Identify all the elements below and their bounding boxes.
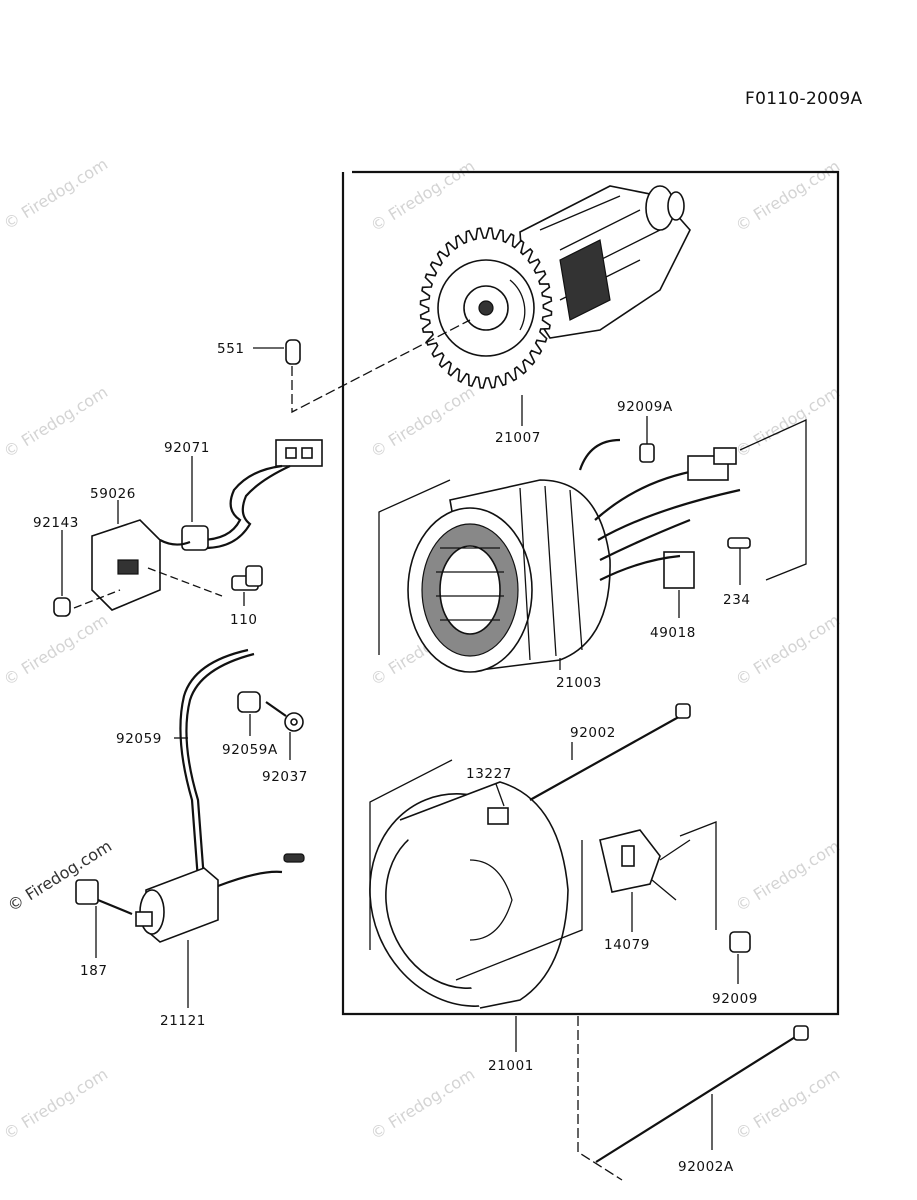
diagram-id: F0110-2009A — [745, 89, 862, 109]
label-92002A: 92002A — [678, 1159, 734, 1175]
dashed-link — [73, 567, 223, 609]
ring-terminal-92037-icon[interactable] — [265, 701, 304, 732]
watermark: © Firedog.com — [367, 1064, 478, 1143]
cap-92059A-icon[interactable] — [237, 691, 261, 713]
cap-92143-icon[interactable] — [53, 597, 71, 617]
stator-bracket — [378, 418, 807, 655]
label-92037: 92037 — [262, 769, 308, 785]
screw-234-icon[interactable] — [727, 537, 751, 585]
through-bolt-92002A-icon[interactable] — [595, 1025, 809, 1163]
label-551: 551 — [217, 341, 245, 357]
watermark: © Firedog.com — [732, 610, 843, 689]
wire-harness-icon[interactable] — [91, 439, 323, 611]
through-bolt-92002-icon[interactable] — [529, 703, 691, 801]
label-21003: 21003 — [556, 675, 602, 691]
label-49018: 49018 — [650, 625, 696, 641]
rotor-icon[interactable] — [419, 185, 691, 389]
label-92143: 92143 — [33, 515, 79, 531]
label-14079: 14079 — [604, 937, 650, 953]
label-59026: 59026 — [90, 486, 136, 502]
watermark: © Firedog.com — [732, 156, 843, 235]
label-92059: 92059 — [116, 731, 162, 747]
watermark: © Firedog.com — [0, 610, 111, 689]
watermark: © Firedog.com — [732, 836, 843, 915]
bolt-187-icon[interactable] — [75, 879, 133, 916]
dashed-axis — [291, 319, 471, 414]
stator-icon[interactable] — [407, 438, 741, 673]
watermark: © Firedog.com — [367, 156, 478, 235]
label-92009A: 92009A — [617, 399, 673, 415]
housing-bracket — [369, 759, 583, 981]
label-92009: 92009 — [712, 991, 758, 1007]
watermark: © Firedog.com — [0, 1064, 111, 1143]
bolt-110-icon[interactable] — [231, 565, 263, 591]
label-21121: 21121 — [160, 1013, 206, 1029]
label-21001: 21001 — [488, 1058, 534, 1074]
screw-92009-icon[interactable] — [729, 931, 751, 953]
watermark: © Firedog.com — [0, 154, 111, 233]
label-92059A: 92059A — [222, 742, 278, 758]
label-21007: 21007 — [495, 430, 541, 446]
label-187: 187 — [80, 963, 108, 979]
label-110: 110 — [230, 612, 258, 628]
label-234: 234 — [723, 592, 751, 608]
rectifier-bracket — [679, 821, 717, 930]
label-92002: 92002 — [570, 725, 616, 741]
housing-13227-icon[interactable] — [338, 765, 593, 1036]
screw-92009A-icon[interactable] — [639, 416, 655, 463]
rectifier-14079-icon[interactable] — [599, 829, 691, 901]
dashed-axis-92002A — [577, 1016, 623, 1181]
assembly-frame — [341, 170, 840, 1016]
watermark: © Firedog.com — [367, 382, 478, 461]
ignition-coil-icon[interactable] — [135, 648, 305, 943]
watermark: © Firedog.com — [4, 836, 115, 915]
watermark: © Firedog.com — [732, 1064, 843, 1143]
label-13227: 13227 — [466, 766, 512, 782]
watermark: © Firedog.com — [0, 382, 111, 461]
leader-13227 — [495, 783, 505, 807]
watermark: © Firedog.com — [732, 382, 843, 461]
dowel-pin-icon[interactable] — [285, 339, 301, 365]
label-92071: 92071 — [164, 440, 210, 456]
